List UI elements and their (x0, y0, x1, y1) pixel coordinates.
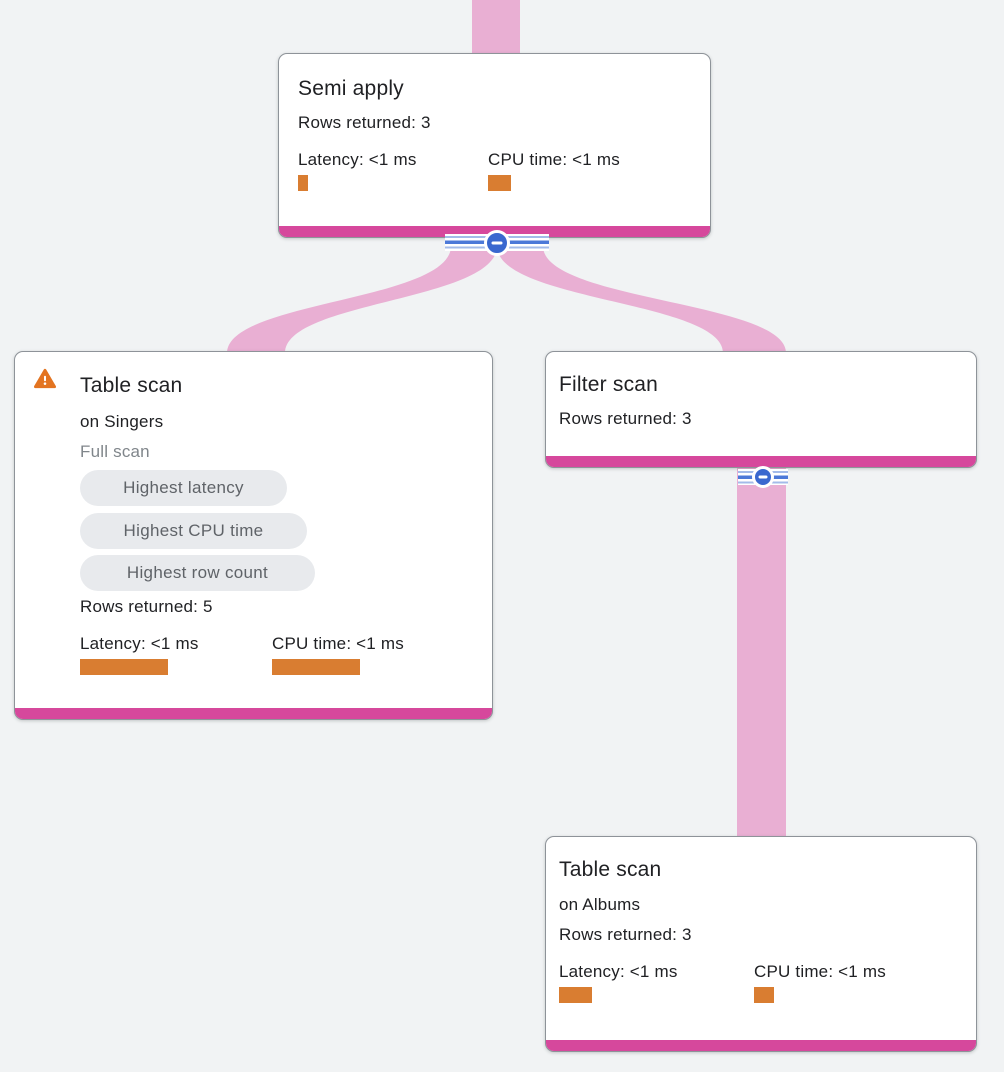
latency-metric: Latency: <1 ms (80, 634, 199, 675)
edge-filter-scan-to-table-scan-albums (737, 466, 786, 840)
node-title: Semi apply (298, 77, 404, 100)
collapse-semi-apply-button[interactable] (445, 229, 549, 256)
rows-returned-text: Rows returned: 3 (298, 113, 431, 132)
node-accent-bar (546, 456, 976, 467)
cpu-time-label: CPU time: <1 ms (488, 150, 620, 169)
cpu-time-metric: CPU time: <1 ms (272, 634, 404, 675)
cpu-time-label: CPU time: <1 ms (754, 962, 886, 981)
node-title: Filter scan (559, 373, 659, 396)
plan-node-table-scan-albums[interactable]: Table scan on Albums Rows returned: 3 La… (545, 836, 977, 1052)
badge-highest-row-count: Highest row count (80, 555, 315, 591)
node-accent-bar (15, 708, 492, 719)
rows-returned-text: Rows returned: 5 (80, 597, 213, 616)
edge-semi-apply-to-table-scan-singers (227, 246, 497, 353)
cpu-time-metric: CPU time: <1 ms (488, 150, 620, 191)
edge-semi-apply-to-filter-scan (497, 246, 786, 353)
minus-icon (484, 229, 510, 256)
plan-node-filter-scan[interactable]: Filter scan Rows returned: 3 (545, 351, 977, 468)
node-accent-bar (546, 1040, 976, 1051)
node-title: Table scan (559, 858, 662, 881)
latency-bar (559, 987, 592, 1003)
latency-bar (80, 659, 168, 675)
cpu-time-label: CPU time: <1 ms (272, 634, 404, 653)
badge-highest-cpu-time: Highest CPU time (80, 513, 307, 549)
latency-label: Latency: <1 ms (559, 962, 678, 981)
minus-icon (752, 466, 774, 488)
rows-returned-text: Rows returned: 3 (559, 925, 692, 944)
cpu-time-bar (272, 659, 360, 675)
latency-label: Latency: <1 ms (80, 634, 199, 653)
node-subtitle: on Albums (559, 895, 641, 914)
edge-parent-to-semi-apply (472, 0, 520, 57)
latency-metric: Latency: <1 ms (298, 150, 417, 191)
plan-node-semi-apply[interactable]: Semi apply Rows returned: 3 Latency: <1 … (278, 53, 711, 238)
latency-bar (298, 175, 308, 191)
plan-node-table-scan-singers[interactable]: Table scan on Singers Full scan Highest … (14, 351, 493, 720)
latency-label: Latency: <1 ms (298, 150, 417, 169)
warning-triangle-icon (34, 368, 56, 389)
collapse-filter-scan-button[interactable] (738, 466, 788, 488)
node-title: Table scan (80, 374, 183, 397)
cpu-time-bar (488, 175, 511, 191)
node-subtitle: on Singers (80, 412, 164, 431)
cpu-time-metric: CPU time: <1 ms (754, 962, 886, 1003)
latency-metric: Latency: <1 ms (559, 962, 678, 1003)
scan-type-text: Full scan (80, 442, 150, 461)
cpu-time-bar (754, 987, 774, 1003)
badge-highest-latency: Highest latency (80, 470, 287, 506)
rows-returned-text: Rows returned: 3 (559, 409, 692, 428)
